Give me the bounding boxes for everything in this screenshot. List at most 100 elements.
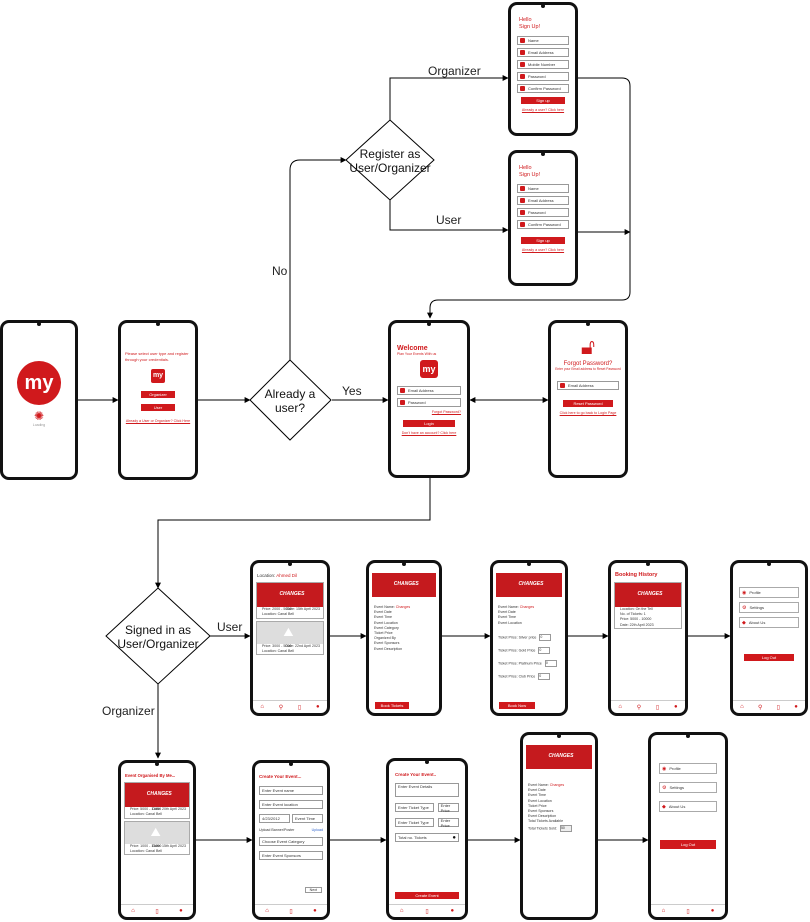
password-field[interactable]: Password [397,398,461,407]
profile-icon[interactable]: ● [710,908,715,914]
book-now-button[interactable]: Book Now [499,702,535,709]
back-to-login-link[interactable]: Click here to go back to Login Page [559,411,617,415]
arrow-login-to-signed [155,478,431,589]
forgot-password-link[interactable]: Forgot Password? [431,410,461,414]
create-event-button[interactable]: Create Event [395,892,459,899]
ticket-price-input[interactable]: Enter Price [437,818,459,828]
login-button[interactable]: Login [403,420,455,427]
quantity-select[interactable]: 0 [538,672,551,680]
detail-row: Event Sponsors [528,809,554,814]
bookings-icon[interactable]: ▯ [655,704,660,711]
location-bar[interactable]: Location: Ahmed Dil [257,573,298,578]
home-icon[interactable]: ⌂ [618,704,622,710]
add-circle-icon[interactable]: ● [452,834,456,841]
login-link[interactable]: Already a user? Click here [521,248,565,252]
user-button[interactable]: User [141,404,175,411]
bookings-icon[interactable]: ▯ [686,908,690,915]
name-field[interactable]: Name [517,36,569,45]
search-icon[interactable]: ⚲ [758,704,763,711]
search-icon[interactable]: ⚲ [278,704,284,711]
profile-icon[interactable]: ● [450,908,455,914]
ticket-price-input[interactable]: Enter Price [437,803,459,813]
password-field[interactable]: Password [517,72,569,81]
bookings-icon[interactable]: ▯ [425,908,429,915]
menu-settings[interactable]: ⚙Settings [659,782,717,793]
menu-about[interactable]: ◆About Us [739,617,799,628]
event-card[interactable]: ⛰ Price: 3000 - 5000 Date: 22nd April 20… [256,620,324,656]
total-tickets-input[interactable]: Total no. Tickets ● [395,833,459,842]
reset-password-button[interactable]: Reset Password [563,400,613,407]
home-icon[interactable]: ⌂ [661,908,666,914]
email-field[interactable]: Email Address [517,196,569,205]
profile-icon[interactable]: ● [313,908,317,914]
menu-profile[interactable]: ◉Profile [739,587,799,598]
event-price: Price: 2000 - 5000 [262,607,292,611]
event-category-select[interactable]: Choose Event Category [259,837,323,846]
email-field[interactable]: Email Address [557,381,619,390]
lock-icon [520,222,525,227]
event-sponsors-input[interactable]: Enter Event Sponsors [259,851,323,860]
confirm-password-field[interactable]: Confirm Password [517,220,569,229]
signup-button[interactable]: Sign up [521,237,565,244]
password-field[interactable]: Password [517,208,569,217]
home-icon[interactable]: ⌂ [265,908,269,914]
email-field[interactable]: Email Address [517,48,569,57]
logout-button[interactable]: Log Out [744,654,794,661]
already-user-link[interactable]: Already a User or Organizer? Click Here [125,419,191,423]
menu-settings[interactable]: ⚙Settings [739,602,799,613]
phone-ticket-select: CHANGES Event Name: Changes Event Date E… [490,560,568,716]
home-icon[interactable]: ⌂ [399,908,404,914]
book-tickets-button[interactable]: Book Tickets [375,702,409,709]
event-date-input[interactable]: 4/23/2012 [259,814,290,823]
phone-user-home: Location: Ahmed Dil CHANGES Price: 2000 … [250,560,330,716]
menu-profile[interactable]: ◉Profile [659,763,717,774]
bookings-icon[interactable]: ▯ [289,908,293,915]
profile-icon[interactable]: ● [673,704,678,710]
event-name-input[interactable]: Enter Event name [259,786,323,795]
quantity-select[interactable]: 0 [544,659,557,667]
search-icon[interactable]: ⚲ [636,704,642,711]
quantity-select[interactable]: 0 [539,633,552,641]
bookings-icon[interactable]: ▯ [155,908,159,915]
event-banner: CHANGES [125,783,189,807]
organizer-button[interactable]: Organizer [141,391,175,398]
bookings-icon[interactable]: ▯ [776,704,780,711]
home-icon[interactable]: ⌂ [131,908,135,914]
mobile-field[interactable]: Mobile Number [517,60,569,69]
name-field[interactable]: Name [517,184,569,193]
quantity-select[interactable]: 0 [538,646,551,654]
bookings-icon[interactable]: ▯ [297,704,302,711]
ticket-type-input[interactable]: Enter Ticket Type [395,818,434,827]
booking-card[interactable]: CHANGES Location: On the Tell No. of Tic… [614,582,682,629]
phone-organizer-menu: ◉Profile ⚙Settings ◆About Us Log Out ⌂ ▯… [648,732,728,920]
menu-about[interactable]: ◆About Us [659,801,717,812]
next-button[interactable]: Next [304,887,322,893]
event-card[interactable]: CHANGES Price: 2000 - 5000 Date: 15th Ap… [256,582,324,619]
event-location-input[interactable]: Enter Event location [259,800,323,809]
arrow-register-organizer [389,75,509,120]
event-time-input[interactable]: Event Time [292,814,323,823]
profile-icon[interactable]: ● [179,908,183,914]
arrow-no-to-register [289,157,347,360]
signup-button[interactable]: Sign up [521,97,565,104]
login-link[interactable]: Already a user? Click here [521,108,565,112]
profile-icon[interactable]: ● [794,704,798,710]
event-details-input[interactable]: Enter Event Details [395,783,459,797]
mail-icon [400,388,405,393]
logout-button[interactable]: Log Out [660,840,716,849]
home-icon[interactable]: ⌂ [260,704,264,710]
profile-icon[interactable]: ● [315,704,320,710]
home-icon[interactable]: ⌂ [740,704,744,710]
event-card[interactable]: CHANGES Price: 5000 - 11000 Date: 20th A… [124,782,190,819]
phone-booking-history: Booking History CHANGES Location: On the… [608,560,688,716]
signup-link[interactable]: Don't have an account? Click here [401,431,457,435]
mail-icon [520,50,525,55]
email-field[interactable]: Email Address [397,386,461,395]
event-date: Date: 15th April 2023 [286,607,320,612]
ticket-type-input[interactable]: Enter Ticket Type [395,803,434,812]
event-card[interactable]: ⛰ Price: 1000 - 15000 Date: 15th April 2… [124,820,190,856]
mail-icon [560,383,565,388]
upload-link[interactable]: Upload [311,828,323,832]
confirm-password-field[interactable]: Confirm Password [517,84,569,93]
